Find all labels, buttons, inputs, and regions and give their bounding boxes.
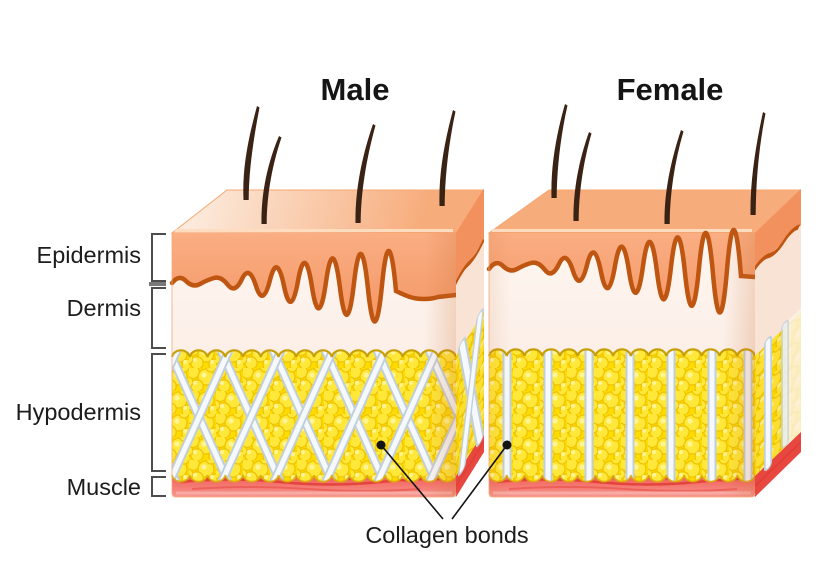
- layer-bracket-epidermis: [151, 233, 166, 282]
- hair-strand: [664, 130, 684, 224]
- female-right-shading: [723, 233, 755, 497]
- layer-label-epidermis: Epidermis: [37, 242, 141, 268]
- hair-strand: [439, 110, 456, 206]
- layer-label-hypodermis: Hypodermis: [16, 399, 141, 425]
- male-top-face: [170, 189, 484, 235]
- layer-bracket-hypodermis: [151, 353, 166, 472]
- epidermis-layer-female: [486, 227, 758, 315]
- layer-label-muscle: Muscle: [67, 474, 141, 500]
- male-skin-block: [169, 106, 484, 498]
- male-side-face: [456, 188, 484, 497]
- female-left-shading: [489, 233, 511, 497]
- epidermis-dermis-boundary-female: [486, 227, 758, 315]
- fat-top-outline: [170, 349, 458, 358]
- hair-strand: [551, 104, 568, 198]
- hair-strand: [355, 124, 376, 223]
- male-front-outline: [171, 233, 457, 498]
- male-right-shading: [424, 233, 456, 497]
- collagen-bonds-label: Collagen bonds: [365, 522, 528, 548]
- layer-brackets: [149, 233, 166, 497]
- layer-label-dermis: Dermis: [67, 295, 141, 321]
- hair-strand: [573, 132, 592, 221]
- hypodermis-layer-female: [487, 348, 757, 483]
- collagen-pointer-line-male: [380, 444, 444, 520]
- layer-bracket-muscle: [151, 476, 166, 497]
- hair-strand: [243, 106, 260, 200]
- hair-strand: [261, 136, 282, 224]
- hair-strand: [750, 112, 766, 215]
- female-skin-block: [486, 104, 802, 498]
- collagen-pointer-dot-female: [502, 440, 512, 450]
- fat-top-outline: [487, 348, 757, 357]
- male-title: Male: [321, 72, 390, 107]
- hairs-female: [551, 104, 766, 224]
- female-side-face: [755, 188, 801, 497]
- epidermis-dermis-boundary-male: [169, 248, 459, 324]
- epidermis-layer-male: [169, 233, 459, 324]
- hairs-male: [243, 106, 456, 224]
- collagen-annotation: Collagen bonds: [365, 440, 529, 548]
- female-front-outline: [488, 233, 756, 498]
- layer-bracket-dermis: [151, 287, 166, 349]
- collagen-pointer-line-female: [451, 444, 508, 520]
- collagen-pointer-dot-male: [376, 440, 386, 450]
- female-title: Female: [617, 72, 724, 107]
